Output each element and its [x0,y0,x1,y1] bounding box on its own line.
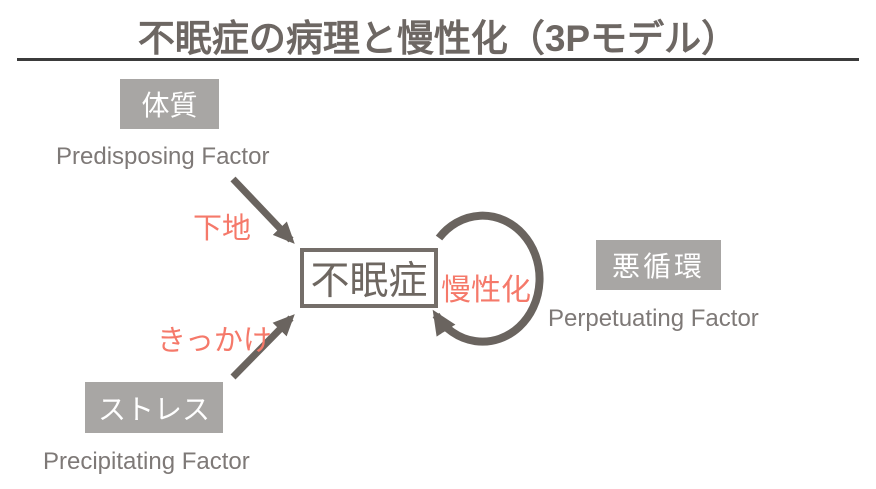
title-divider [17,58,859,61]
chronicity-loop-arrow [432,211,544,346]
insomnia-label: 不眠症 [310,260,428,303]
precipitating-arrow [230,314,295,380]
perpetuating-factor-label: Perpetuating Factor [548,305,759,332]
predisposing-factor-label: Predisposing Factor [56,143,270,170]
perpetuating-box: 悪循環 [596,240,721,290]
precipitating-box: ストレス [85,382,223,433]
precipitating-arrow-label: きっかけ [157,325,272,357]
precipitating-factor-label: Precipitating Factor [43,448,250,475]
precipitating-box-label: ストレス [97,393,210,425]
predisposing-box: 体質 [120,79,219,129]
chronicity-arrow-label: 慢性化 [441,274,531,307]
insomnia-center-box: 不眠症 [300,248,438,308]
predisposing-arrow-label: 下地 [193,213,252,245]
predisposing-box-label: 体質 [141,90,198,121]
perpetuating-box-label: 悪循環 [611,251,705,282]
predisposing-arrow [230,176,295,244]
page-title: 不眠症の病理と慢性化（3Pモデル） [137,18,739,59]
